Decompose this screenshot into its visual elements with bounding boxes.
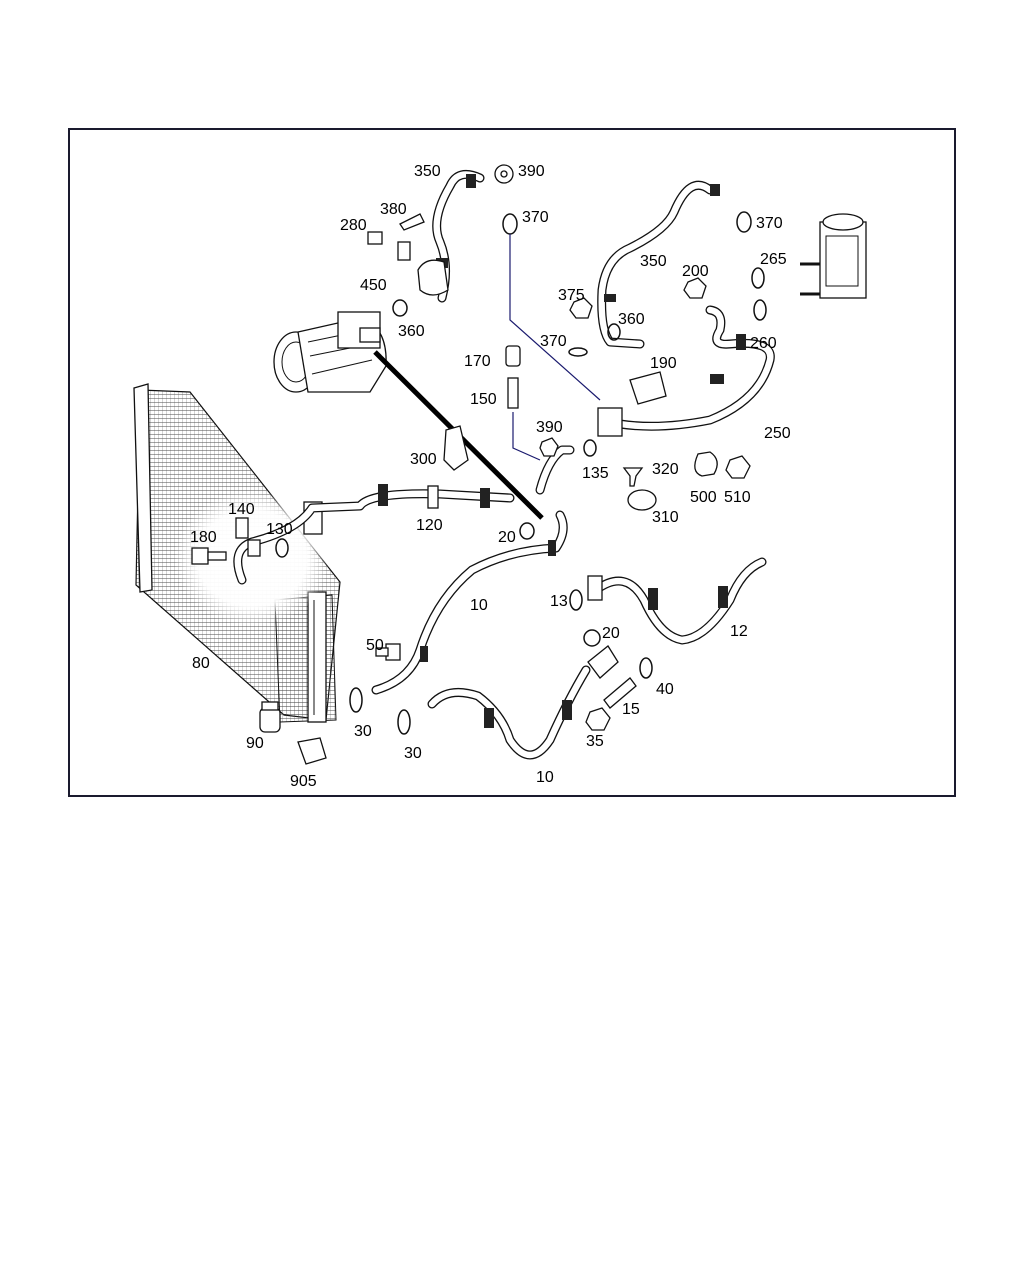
label-120: 120 — [416, 517, 443, 534]
diagram-frame: 350 390 380 370 280 450 360 370 350 200 … — [68, 128, 956, 797]
label-360b: 360 — [618, 311, 645, 328]
ac-system-exploded-diagram: 350 390 380 370 280 450 360 370 350 200 … — [133, 163, 867, 790]
label-13: 13 — [550, 593, 568, 610]
label-40: 40 — [656, 681, 674, 698]
label-190: 190 — [650, 355, 677, 372]
label-510: 510 — [724, 489, 751, 506]
label-150: 150 — [470, 391, 497, 408]
label-130: 130 — [266, 521, 293, 538]
label-80: 80 — [192, 655, 210, 672]
receiver-drier — [259, 701, 281, 733]
label-35: 35 — [586, 733, 604, 750]
line-120 — [233, 484, 515, 585]
line-350-left — [417, 169, 485, 303]
label-50: 50 — [366, 637, 384, 654]
label-135: 135 — [582, 465, 609, 482]
label-10a: 10 — [470, 597, 488, 614]
bracket-905 — [297, 737, 327, 765]
label-260: 260 — [750, 335, 777, 352]
label-15: 15 — [622, 701, 640, 718]
label-320: 320 — [652, 461, 679, 478]
label-200: 200 — [682, 263, 709, 280]
label-30b: 30 — [404, 745, 422, 762]
label-12: 12 — [730, 623, 748, 640]
label-375: 375 — [558, 287, 585, 304]
label-170: 170 — [464, 353, 491, 370]
line-12 — [587, 557, 767, 645]
label-390b: 390 — [536, 419, 563, 436]
label-390a: 390 — [518, 163, 545, 180]
line-short — [535, 445, 575, 495]
part-labels: 350 390 380 370 280 450 360 370 350 200 … — [190, 163, 791, 790]
label-20b: 20 — [602, 625, 620, 642]
compressor — [273, 311, 387, 393]
label-370b: 370 — [756, 215, 783, 232]
label-20a: 20 — [498, 529, 516, 546]
label-380: 380 — [380, 201, 407, 218]
label-500: 500 — [690, 489, 717, 506]
label-450: 450 — [360, 277, 387, 294]
line-250 — [597, 305, 775, 437]
expansion-valve — [800, 213, 867, 299]
label-280: 280 — [340, 217, 367, 234]
label-310: 310 — [652, 509, 679, 526]
label-300: 300 — [410, 451, 437, 468]
line-10-lower — [427, 645, 619, 760]
line-350-right — [597, 180, 720, 349]
label-350b: 350 — [640, 253, 667, 270]
label-90: 90 — [246, 735, 264, 752]
label-180: 180 — [190, 529, 217, 546]
label-265: 265 — [760, 251, 787, 268]
label-10b: 10 — [536, 769, 554, 786]
label-370c: 370 — [540, 333, 567, 350]
label-250: 250 — [764, 425, 791, 442]
label-905: 905 — [290, 773, 317, 790]
label-370a: 370 — [522, 209, 549, 226]
label-30a: 30 — [354, 723, 372, 740]
label-350a: 350 — [414, 163, 441, 180]
small-parts — [191, 164, 767, 735]
leader-150 — [512, 412, 541, 461]
leader-370 — [509, 234, 601, 401]
label-140: 140 — [228, 501, 255, 518]
line-10-upper — [371, 510, 568, 695]
label-360a: 360 — [398, 323, 425, 340]
